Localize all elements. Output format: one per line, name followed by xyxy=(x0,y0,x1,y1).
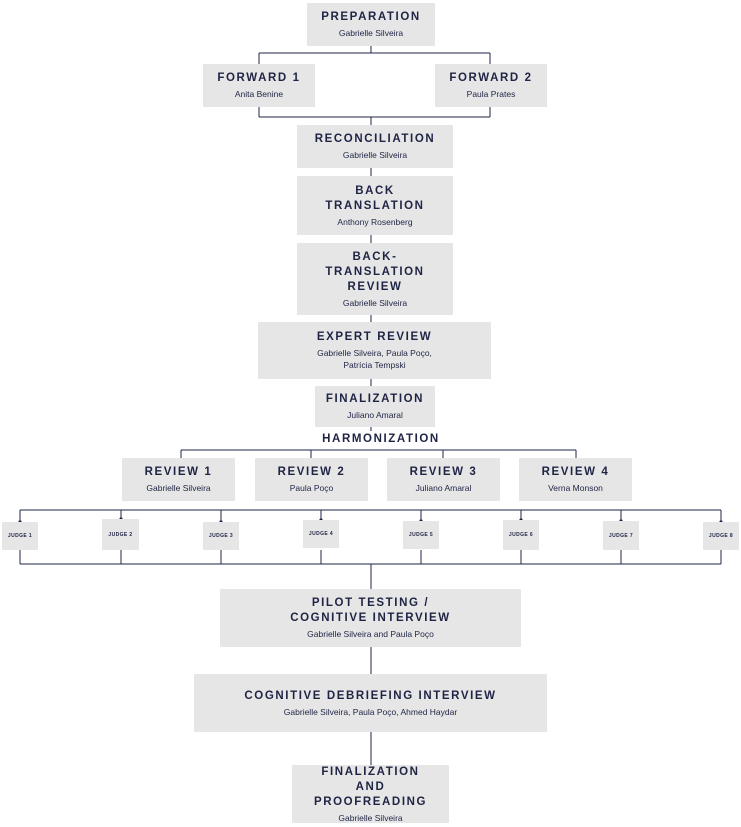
judge-7-label: JUDGE 7 xyxy=(608,532,634,539)
judge-1-label: JUDGE 1 xyxy=(7,533,33,539)
finalization-title: FINALIZATION xyxy=(325,393,425,405)
cognitive-debriefing-person: Gabrielle Silveira, Paula Poço, Ahmed Ha… xyxy=(283,706,458,717)
finalization-proofreading-box: FINALIZATION AND PROOFREADING Gabrielle … xyxy=(292,765,449,823)
judge-3-box: JUDGE 3 xyxy=(203,522,239,550)
judge-5-label: JUDGE 5 xyxy=(408,532,434,538)
forward-2-person: Paula Prates xyxy=(466,89,516,99)
back-translation-title: BACK TRANSLATION xyxy=(325,184,425,212)
cognitive-debriefing-title: COGNITIVE DEBRIEFING INTERVIEW xyxy=(244,689,497,702)
reconciliation-title: RECONCILIATION xyxy=(314,133,436,145)
judge-2-box: JUDGE 2 xyxy=(102,519,139,550)
review-3-person: Juliano Amaral xyxy=(415,483,472,493)
pilot-testing-person: Gabrielle Silveira and Paula Poço xyxy=(307,629,434,639)
review-4-title: REVIEW 4 xyxy=(541,466,610,478)
judge-6-label: JUDGE 6 xyxy=(508,532,534,538)
judge-1-box: JUDGE 1 xyxy=(2,522,38,550)
judge-8-label: JUDGE 8 xyxy=(708,533,734,539)
expert-review-person: Gabrielle Silveira, Paula Poço, Patrícia… xyxy=(317,348,432,370)
back-translation-box: BACK TRANSLATION Anthony Rosenberg xyxy=(297,176,453,235)
review-1-title: REVIEW 1 xyxy=(144,466,213,478)
review-4-person: Verna Monson xyxy=(548,483,603,493)
reconciliation-person: Gabrielle Silveira xyxy=(342,150,408,160)
review-2-box: REVIEW 2 Paula Poço xyxy=(255,458,368,501)
judge-8-box: JUDGE 8 xyxy=(703,522,739,550)
preparation-box: PREPARATION Gabrielle Silveira xyxy=(307,3,435,46)
back-translation-person: Anthony Rosenberg xyxy=(337,216,413,227)
expert-review-box: EXPERT REVIEW Gabrielle Silveira, Paula … xyxy=(258,322,491,379)
judge-6-box: JUDGE 6 xyxy=(503,520,539,550)
finalization-proofreading-title: FINALIZATION AND PROOFREADING xyxy=(313,765,428,808)
forward-1-person: Anita Benine xyxy=(234,89,284,99)
back-translation-review-title: BACK-TRANSLATION REVIEW xyxy=(325,250,425,293)
judge-4-box: JUDGE 4 xyxy=(303,520,339,548)
forward-2-title: FORWARD 2 xyxy=(449,72,533,84)
preparation-title: PREPARATION xyxy=(321,11,421,23)
judge-3-label: JUDGE 3 xyxy=(208,533,234,539)
pilot-testing-box: PILOT TESTING / COGNITIVE INTERVIEW Gabr… xyxy=(220,589,521,647)
review-3-box: REVIEW 3 Juliano Amaral xyxy=(387,458,500,501)
review-1-box: REVIEW 1 Gabrielle Silveira xyxy=(122,458,235,501)
back-translation-review-person: Gabrielle Silveira xyxy=(342,297,408,308)
judge-2-label: JUDGE 2 xyxy=(108,531,133,538)
back-translation-review-box: BACK-TRANSLATION REVIEW Gabrielle Silvei… xyxy=(297,243,453,315)
forward-1-box: FORWARD 1 Anita Benine xyxy=(203,64,315,107)
judge-7-box: JUDGE 7 xyxy=(603,521,639,550)
harmonization-label: HARMONIZATION xyxy=(322,433,440,445)
expert-review-title: EXPERT REVIEW xyxy=(316,331,433,343)
finalization-person: Juliano Amaral xyxy=(347,410,403,420)
preparation-person: Gabrielle Silveira xyxy=(338,28,404,38)
review-1-person: Gabrielle Silveira xyxy=(146,483,211,493)
forward-2-box: FORWARD 2 Paula Prates xyxy=(435,64,547,107)
cognitive-debriefing-box: COGNITIVE DEBRIEFING INTERVIEW Gabrielle… xyxy=(194,674,547,732)
finalization-box: FINALIZATION Juliano Amaral xyxy=(315,386,435,427)
review-4-box: REVIEW 4 Verna Monson xyxy=(519,458,632,501)
judge-4-label: JUDGE 4 xyxy=(308,531,334,537)
forward-1-title: FORWARD 1 xyxy=(217,72,301,84)
reconciliation-box: RECONCILIATION Gabrielle Silveira xyxy=(297,125,453,168)
judge-5-box: JUDGE 5 xyxy=(403,521,439,549)
review-2-person: Paula Poço xyxy=(289,483,334,493)
pilot-testing-title: PILOT TESTING / COGNITIVE INTERVIEW xyxy=(290,597,451,624)
review-2-title: REVIEW 2 xyxy=(277,466,346,478)
review-3-title: REVIEW 3 xyxy=(409,466,478,478)
finalization-proofreading-person: Gabrielle Silveira xyxy=(338,812,403,823)
